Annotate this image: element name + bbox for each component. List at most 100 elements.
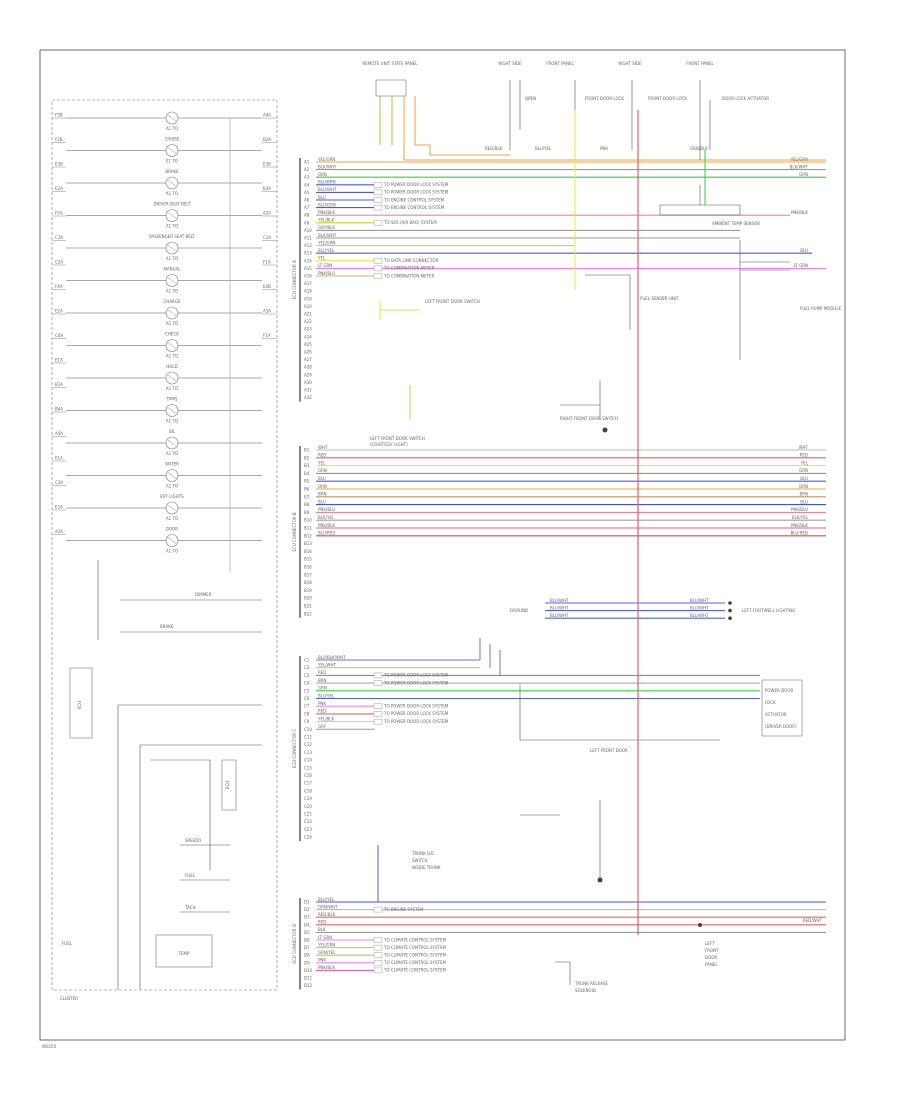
wire-color-label: BLU/YEL <box>318 693 335 698</box>
actuator-label: ACTUATOR <box>765 712 787 717</box>
arrow-connector <box>373 672 383 679</box>
wire-end-label: WHT <box>799 445 809 450</box>
arrow-connector <box>373 189 383 196</box>
cluster-right-pin-label: E3B <box>263 162 271 167</box>
ground-wire-label: BLU/WHT <box>690 613 709 618</box>
connector-pin-label: B20 <box>304 596 312 601</box>
connector-pin-label: D10 <box>304 968 313 973</box>
device-label: RIGHT FRONT DOOR SWITCH <box>560 416 618 421</box>
lamp-filament <box>167 277 177 284</box>
tach-label: TACH <box>184 905 196 910</box>
wire-branch <box>479 638 501 676</box>
wire-branch <box>739 240 790 360</box>
lamp-sub: E1 TO <box>166 159 178 164</box>
connector-pin-label: A6 <box>304 198 310 203</box>
lamp-filament <box>167 212 177 219</box>
arrow-connector <box>373 967 383 974</box>
lamp-name: CHECK <box>165 332 179 337</box>
lamp-sub: A1 TO <box>166 289 178 294</box>
connector-pin-label: A21 <box>304 312 312 317</box>
lamp-filament <box>167 407 177 414</box>
terminal-pin-icon <box>728 608 732 613</box>
cluster-right-pin-label: C1A <box>263 235 271 240</box>
cluster-left-pin-label: E2A <box>55 309 63 314</box>
lamp-sub: A1 TO <box>166 549 178 554</box>
connector-pin-label: B9 <box>304 510 310 515</box>
wire-branch <box>555 961 571 985</box>
connector-pin-label: A7 <box>304 205 310 210</box>
wire-destination: TO COMBINATION METER <box>383 273 435 278</box>
gauge-module-box <box>221 759 237 811</box>
cluster-gauge-wiring <box>117 704 262 990</box>
wire-destination: TO POWER DOOR LOCK SYSTEM <box>383 673 449 678</box>
lamp-sub: A1 TO <box>166 419 178 424</box>
connector-pin-label: D1 <box>304 900 310 905</box>
wire-color-label: BLU/YEL <box>318 248 335 253</box>
connector-pin-label: A19 <box>304 296 312 301</box>
cluster-left-pin-label: E3A <box>55 505 63 510</box>
device-label: AMBIENT TEMP SENSOR <box>712 221 760 226</box>
arrow-connector <box>373 273 383 279</box>
connector-pin-label: B22 <box>304 611 312 616</box>
ecu-connector-group-3: ECU CONNECTOR CC1C2C3C4C5C6C7C8C9C10C11C… <box>292 638 803 842</box>
connector-pin-label: C13 <box>304 750 312 755</box>
wire-color-label: PNK/BLK <box>318 965 335 970</box>
fuel-label: FUEL <box>185 873 196 878</box>
arrow-connector <box>373 182 383 188</box>
wire-color-label: WHT <box>318 445 328 450</box>
cluster-right-pin-label: A4A <box>263 113 271 118</box>
connector-pin-label: A13 <box>304 251 312 256</box>
cluster-box <box>51 99 278 991</box>
gauge-module-label: ECU <box>225 781 230 789</box>
top-component-label: FRONT PANEL <box>546 61 574 66</box>
connector-pin-label: A14 <box>304 258 312 263</box>
connector-pin-label: C21 <box>304 812 312 817</box>
connector-pin-label: A22 <box>304 319 312 324</box>
connector-side-label: ECU CONNECTOR B <box>292 512 297 551</box>
solenoid-note: TRUNK RELEASE <box>574 981 608 986</box>
wire-color-label: BLU/YEL <box>318 897 335 902</box>
lamp-sub: A1 TO <box>166 451 178 456</box>
wire-end-label: YEL/GRN <box>790 157 808 162</box>
wire-destination: TO POWER DOOR LOCK SYSTEM <box>383 711 449 716</box>
connector-pin-label: A23 <box>304 327 312 332</box>
wire-branch <box>379 300 420 320</box>
wire-end-label: GRN <box>799 468 808 473</box>
connector-pin-label: B7 <box>304 494 310 499</box>
wire-color-label: PNK <box>318 958 326 963</box>
lamp-name: BRAKE <box>165 169 179 174</box>
wire-color-label: BLU/RED <box>318 531 335 536</box>
cluster-left-pin-label: C3A <box>55 235 63 240</box>
connector-pin-label: A29 <box>304 372 312 377</box>
top-wire <box>379 96 826 161</box>
connector-pin-label: D11 <box>304 976 313 981</box>
cluster-left-pin-label: F3B <box>55 113 63 118</box>
wire-color-label: PNK <box>318 701 326 706</box>
cluster-left-pin-label: A2A <box>55 529 63 534</box>
connector-pin-label: D3 <box>304 915 310 920</box>
connector-pin-label: B14 <box>304 549 312 554</box>
trunk-note: INSIDE TRUNK <box>412 865 441 870</box>
connector-pin-label: A30 <box>304 380 312 385</box>
connector-pin-label: A11 <box>304 236 312 241</box>
wire-color-label: YEL <box>317 256 326 261</box>
wire-color-label: RED <box>318 709 326 714</box>
wire-color-label: GRN/YEL <box>318 950 336 955</box>
top-wire-label: BLU/YEL <box>535 146 552 151</box>
lamp-sub: A1 TO <box>166 354 178 359</box>
lamp-name: CHARGE <box>164 299 181 304</box>
connector-pin-label: C8 <box>304 711 310 716</box>
connector-pin-label: B15 <box>304 557 312 562</box>
lamp-filament <box>167 537 177 544</box>
cluster-gauge-wiring <box>150 759 230 913</box>
connector-pin-label: B11 <box>304 526 312 531</box>
cluster-right-pin-label: B3A <box>263 186 271 191</box>
cluster-right-pin-label: E4B <box>263 284 271 289</box>
diagram-frame <box>39 49 846 1041</box>
wire-end-label: BLU <box>800 248 808 253</box>
wire-color-label: YEL/BLK <box>317 716 335 721</box>
arrow-connector <box>373 960 383 966</box>
connector-pin-label: A25 <box>304 342 312 347</box>
connector-pin-label: B4 <box>304 471 310 476</box>
top-sub-label: FRONT DOOR LOCK <box>585 96 624 101</box>
